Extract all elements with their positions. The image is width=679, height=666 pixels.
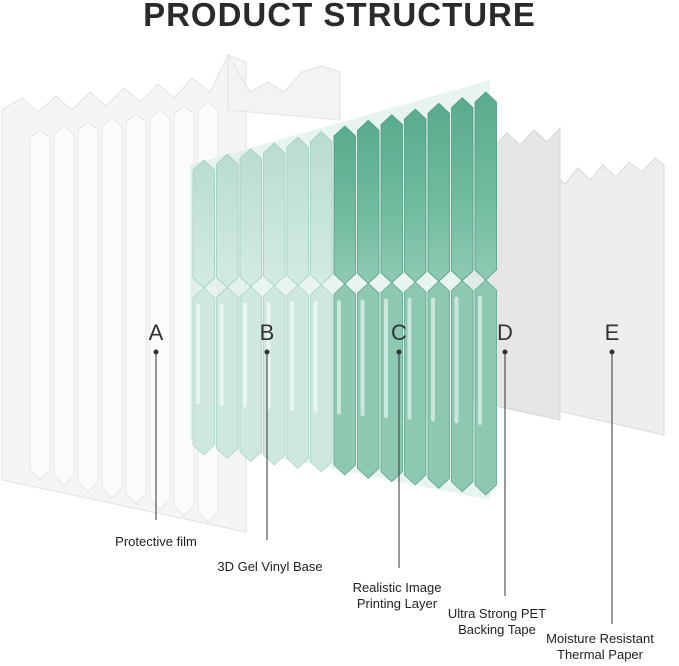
layer-label-a: A Protective film (115, 320, 197, 549)
tile-gloss (313, 300, 318, 413)
tile-upper (333, 125, 356, 285)
tile-upper (451, 97, 474, 282)
film-ridge (101, 117, 123, 499)
layer-letter: E (605, 320, 620, 345)
film-ridge (149, 109, 171, 511)
tile-upper (310, 131, 333, 286)
tile-upper (357, 119, 380, 284)
film-ridge (53, 125, 75, 487)
tile-gloss (337, 300, 341, 415)
film-ridge (125, 113, 147, 505)
layer-caption: Ultra Strong PET (448, 606, 546, 621)
tile-upper (216, 153, 239, 288)
tile-gloss (407, 298, 412, 420)
tile-upper (192, 159, 215, 289)
tile-upper (427, 102, 450, 282)
film-ridge (77, 121, 99, 493)
film-ridge (173, 105, 195, 517)
layer-caption: 3D Gel Vinyl Base (217, 559, 322, 574)
layer-label-b: B 3D Gel Vinyl Base (217, 320, 322, 574)
layer-caption: Thermal Paper (557, 647, 644, 662)
tile-gloss (196, 304, 200, 405)
tile-upper (263, 142, 286, 287)
layer-letter: C (391, 320, 407, 345)
tile-upper (474, 91, 497, 281)
layer-letter: B (260, 320, 275, 345)
layer-caption: Printing Layer (357, 596, 438, 611)
tile-gloss (360, 299, 365, 417)
tile-upper (404, 108, 427, 283)
tile-gloss (219, 303, 224, 406)
layer-caption: Backing Tape (458, 622, 536, 637)
layer-caption: Moisture Resistant (546, 631, 654, 646)
tile-gloss (290, 301, 294, 412)
page-title: PRODUCT STRUCTURE (143, 0, 536, 33)
film-ridge (29, 129, 51, 481)
tile-gloss (243, 302, 247, 408)
tile-upper (286, 136, 309, 286)
tile-upper (239, 148, 262, 288)
tile-gloss (454, 296, 459, 424)
tile-gloss (431, 297, 435, 422)
tile-gloss (478, 296, 482, 425)
layer-letter: A (149, 320, 164, 345)
layer-caption: Protective film (115, 534, 197, 549)
tile-gloss (384, 298, 388, 419)
layer-letter: D (497, 320, 513, 345)
layer-a-protective-film (1, 53, 341, 533)
layer-b-gel-vinyl-base (190, 80, 497, 500)
tile-upper (380, 114, 403, 284)
layer-caption: Realistic Image (353, 580, 442, 595)
